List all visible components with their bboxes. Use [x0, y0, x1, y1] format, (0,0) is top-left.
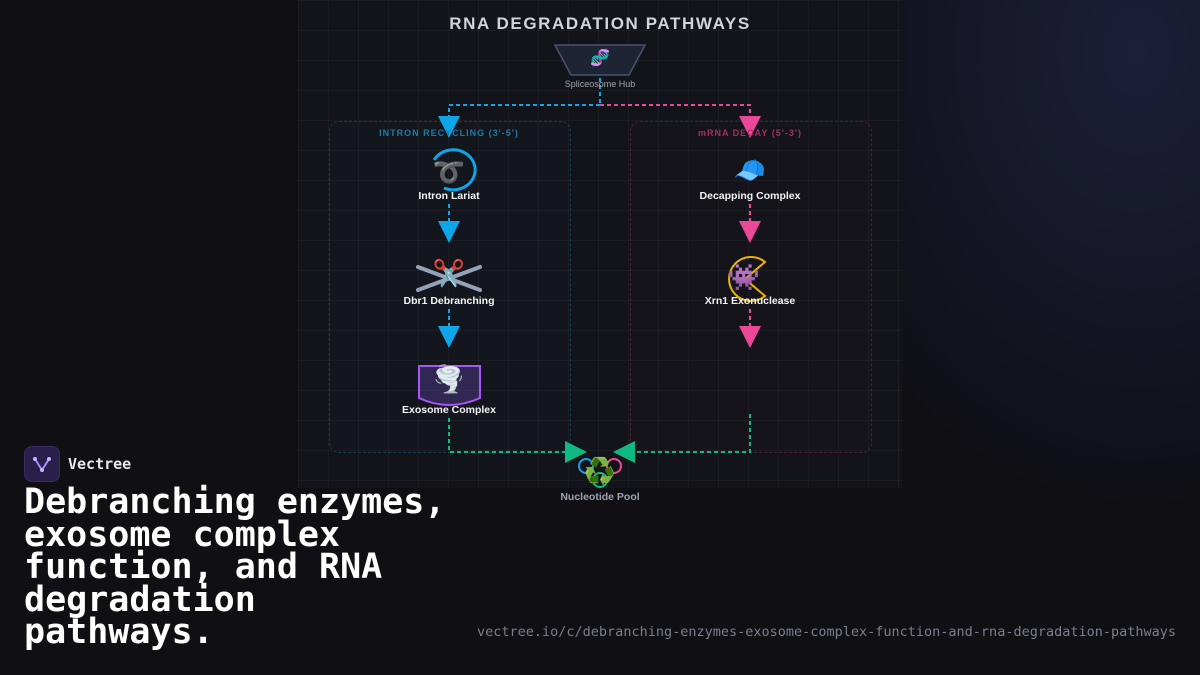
hub-shape — [554, 44, 646, 76]
intron-lariat-label: Intron Lariat — [418, 190, 480, 202]
xrn1-to-pool-line — [634, 414, 751, 453]
dna-icon: 🧬 — [590, 50, 610, 67]
cap-icon: 🧢 — [733, 155, 767, 185]
exosome-barrel-icon — [418, 365, 481, 406]
hub-label: Spliceosome Hub — [564, 79, 636, 89]
scissors-icon: ✂️ — [432, 258, 466, 288]
brand-name: Vectree — [68, 455, 132, 473]
spliceosome-hub: 🧬 — [554, 44, 646, 76]
mrna-lane-title: mRNA DECAY (5'-3') — [698, 128, 802, 138]
hub-to-left-line — [448, 104, 600, 117]
exosome-to-pool-line — [448, 418, 566, 453]
flow-connectors — [416, 78, 767, 488]
invader-icon: 👾 — [727, 262, 761, 292]
arrow-right-into-pool — [613, 441, 635, 463]
page-headline: Debranching enzymes, exosome complex fun… — [24, 482, 446, 652]
exosome-label: Exosome Complex — [402, 404, 496, 416]
vectree-logo-icon — [24, 446, 60, 482]
lariat-icon: ➰ — [432, 157, 466, 187]
arrow-to-dbr1 — [438, 221, 460, 243]
dbr1-scissors-icon — [416, 265, 482, 292]
arrow-to-exosome — [438, 326, 460, 348]
diagram-title: RNA DEGRADATION PATHWAYS — [449, 14, 751, 33]
arrow-to-xrn1 — [739, 221, 761, 243]
arrow-left-into-pool — [565, 441, 587, 463]
page-url[interactable]: vectree.io/c/debranching-enzymes-exosome… — [477, 624, 1176, 640]
xrn1-label: Xrn1 Exonuclease — [704, 295, 796, 307]
arrow-to-mrna-lane — [739, 116, 761, 138]
pacman-outline-icon — [728, 256, 767, 302]
tornado-icon: 🌪️ — [432, 364, 466, 394]
pool-rings-icon — [578, 458, 622, 488]
decapping-label: Decapping Complex — [699, 190, 801, 202]
dbr1-label: Dbr1 Debranching — [403, 295, 495, 307]
intron-lane-title: INTRON RECYCLING (3'-5') — [379, 128, 519, 138]
diagram-canvas: RNA DEGRADATION PATHWAYS — [298, 0, 902, 503]
arrow-xrn1-out — [739, 326, 761, 348]
nucleotide-pool-label: Nucleotide Pool — [560, 491, 640, 503]
hub-to-right-line — [600, 104, 751, 117]
brand: Vectree — [24, 446, 132, 482]
lariat-loop-icon — [432, 148, 477, 192]
recycle-icon: ♻️ — [583, 456, 617, 486]
arrow-to-intron-lane — [438, 116, 460, 138]
